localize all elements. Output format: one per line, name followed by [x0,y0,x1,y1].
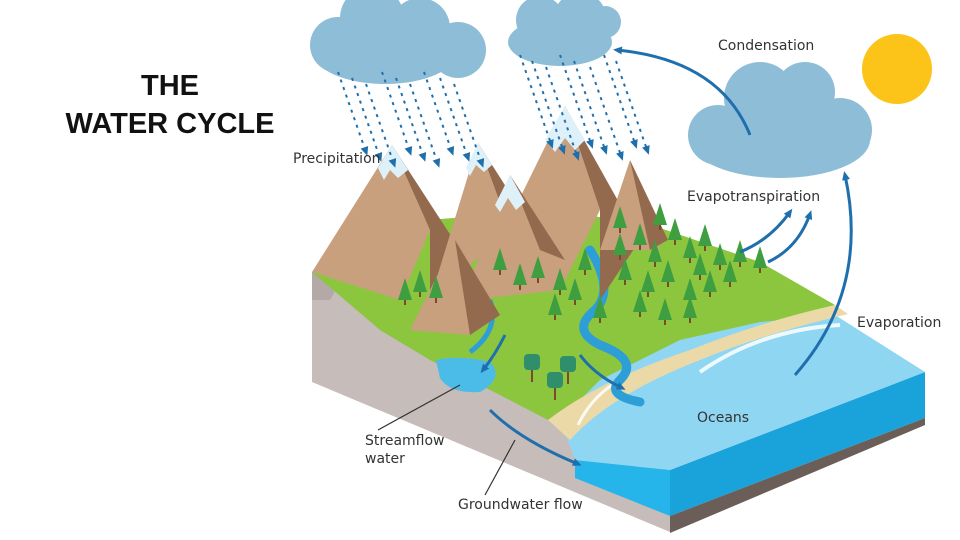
tree-icon [703,270,717,297]
tree-icon [413,270,427,297]
tree-icon [633,223,647,250]
wave [576,383,613,426]
title-line-2: WATER CYCLE [65,108,275,140]
tree-icon [524,354,540,382]
label-evaporation: Evaporation [857,315,942,331]
tree-icon [683,236,697,263]
evaporation-arrow [793,171,853,376]
tree-icon [653,203,667,230]
title-line-1: THE [141,70,199,102]
tree-icon [648,240,662,267]
tree-icon [753,246,767,273]
cloud-icon [310,0,486,84]
tree-icon [723,260,737,287]
wave [698,323,841,374]
evapotranspiration-arrow [767,210,813,264]
tree-icon [693,253,707,280]
cloud-icon [688,62,872,178]
sun-icon [862,34,932,104]
tree-icon [683,296,697,323]
ocean-bottom-side [670,418,925,533]
tree-icon [560,356,576,384]
rain-icon [337,54,650,168]
tree-icon [547,372,563,400]
tree-icon [618,258,632,285]
ocean-surface [560,315,925,470]
tree-icon [613,206,627,233]
tree-icon [668,218,682,245]
label-oceans: Oceans [697,410,750,426]
label-streamflow-water: water [365,451,405,467]
tree-icon [553,268,567,295]
tree-icon [698,224,712,251]
tree-icon [593,296,607,323]
tree-icon [641,270,655,297]
tree-icon [548,293,562,320]
streamflow-arrow [480,334,507,374]
beach [548,305,848,440]
tree-icon [578,248,592,275]
label-condensation: Condensation [718,38,815,54]
ocean-side [670,372,925,516]
tree-icon [398,278,412,305]
tree-icon [493,248,507,275]
soil-side-shade [312,272,340,300]
tree-icon [658,298,672,325]
forest [398,203,767,400]
tree-icon [633,290,647,317]
tree-icon [661,260,675,287]
cloud-icon [508,0,621,66]
label-groundwater: Groundwater flow [458,497,583,513]
label-precipitation: Precipitation [293,151,381,167]
tree-icon [531,256,545,283]
river-arrow [578,354,626,390]
tree-icon [513,263,527,290]
tree-icon [568,278,582,305]
evapotranspiration-arrow [739,208,793,254]
condensation-arrow [613,46,752,136]
groundwater-arrow [488,408,582,466]
groundwater-leader [484,439,516,496]
streamflow-leader [377,384,461,431]
tree-icon [713,243,727,270]
tree-icon [429,276,443,303]
ocean-front [575,460,670,516]
label-evapotranspiration: Evapotranspiration [687,189,821,205]
label-streamflow: Streamflow [365,433,445,449]
mountain-icon [312,106,668,335]
tree-icon [613,233,627,260]
